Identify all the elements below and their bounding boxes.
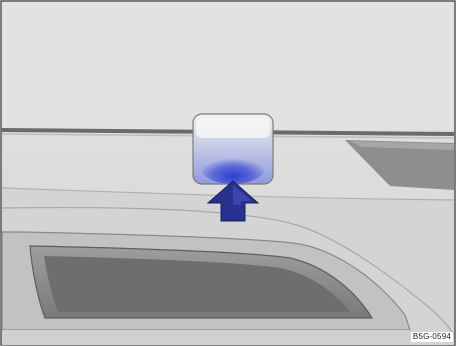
trunk-handle bbox=[193, 114, 273, 184]
handle-highlight bbox=[201, 152, 265, 184]
figure-reference-code: B5G-0594 bbox=[411, 332, 453, 342]
upper-panel bbox=[2, 2, 454, 129]
bumper-lower-lip bbox=[2, 330, 410, 345]
